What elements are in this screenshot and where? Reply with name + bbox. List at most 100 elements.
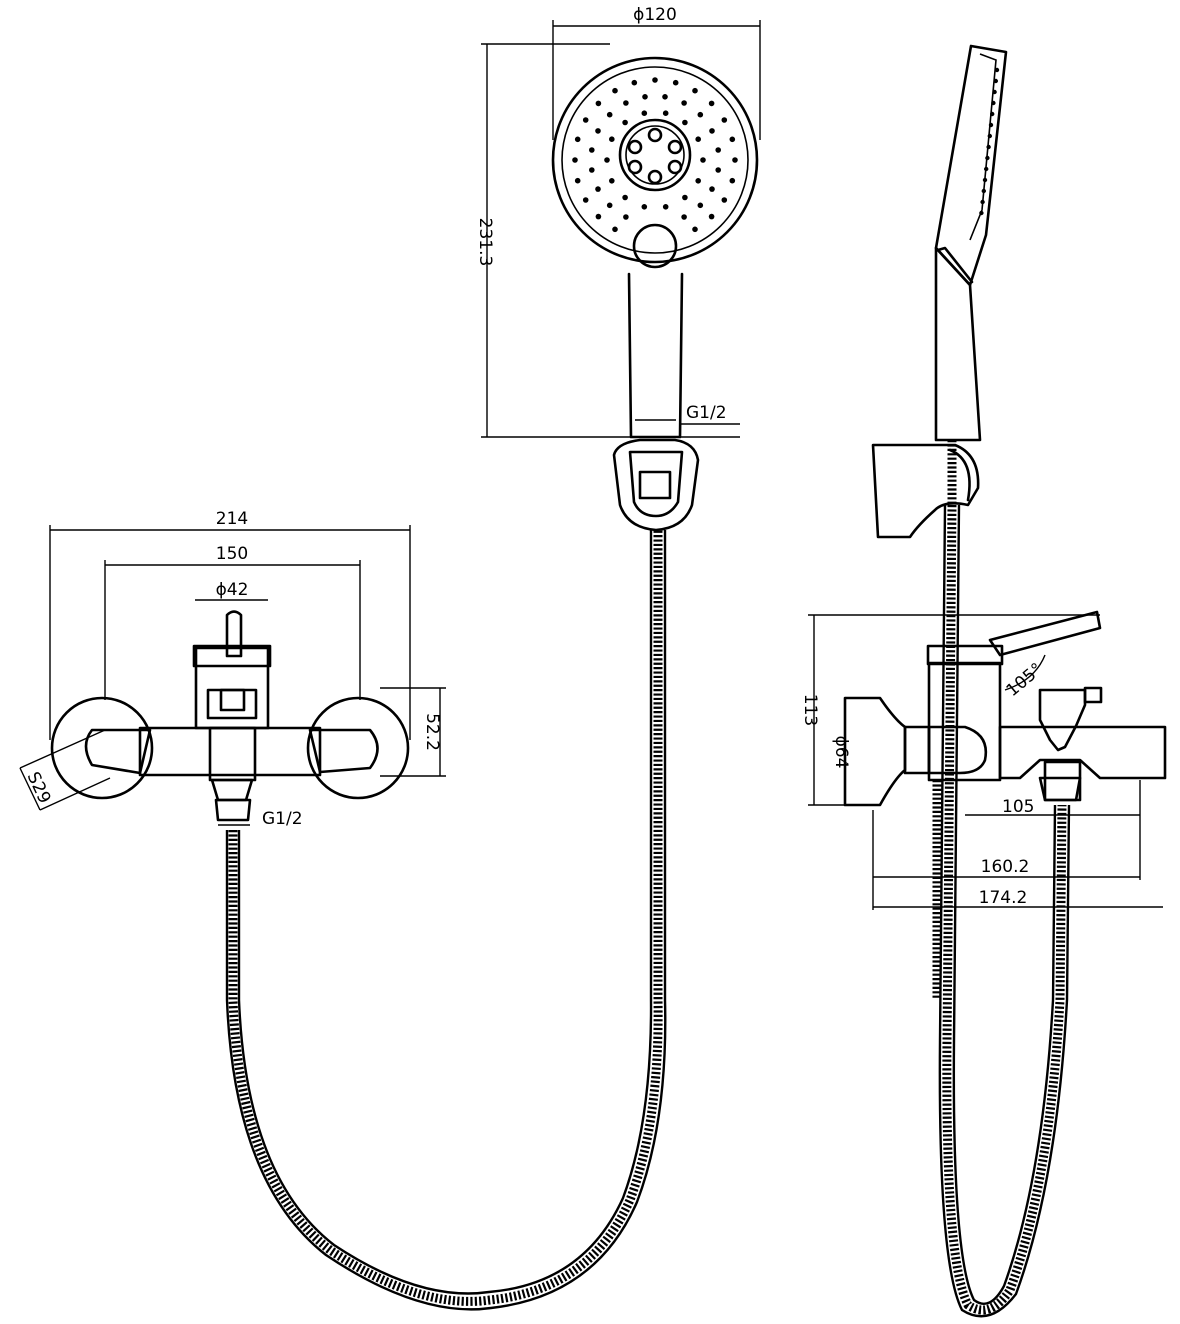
side-nozzle-dot bbox=[979, 210, 984, 216]
dim-head-diameter: ϕ120 bbox=[552, 5, 761, 140]
nozzle-dot bbox=[641, 110, 648, 116]
nozzle-dot bbox=[595, 100, 602, 107]
nozzle-dot bbox=[612, 226, 618, 233]
nozzle-dot bbox=[672, 79, 679, 86]
nozzle-dot bbox=[612, 87, 618, 94]
handshower-front-view: ϕ120 231.3 bbox=[475, 5, 761, 532]
nozzle-dot bbox=[697, 202, 704, 209]
nozzle-dot bbox=[642, 94, 648, 100]
nozzle-dot bbox=[641, 204, 648, 210]
nozzle-dot bbox=[681, 100, 687, 106]
nozzle-dot bbox=[682, 194, 688, 201]
nozzle-dot bbox=[692, 226, 698, 233]
label-flange-diameter: ϕ64 bbox=[831, 736, 851, 769]
side-nozzle-dot bbox=[980, 199, 985, 205]
label-head-diameter: ϕ120 bbox=[633, 5, 677, 25]
nozzle-dot bbox=[589, 147, 595, 153]
nozzle-dot bbox=[606, 202, 613, 209]
nozzle-grid bbox=[572, 77, 738, 233]
handshower-side-view bbox=[871, 44, 1008, 539]
side-nozzle-dot bbox=[990, 111, 995, 117]
hose-front bbox=[228, 530, 663, 1306]
nozzle-dot bbox=[662, 94, 668, 100]
label-overall-width: 214 bbox=[216, 509, 248, 529]
label-eccentric-offset: 52.2 bbox=[422, 713, 442, 751]
label-inlet-thread: G1/2 bbox=[262, 809, 303, 829]
nozzle-dot bbox=[721, 197, 728, 203]
dim-overall-width: 214 bbox=[49, 509, 411, 740]
dim-eccentric-offset: 52.2 bbox=[380, 687, 446, 777]
nozzle-dot bbox=[708, 213, 715, 220]
dim-handshower-length: 231.3 bbox=[475, 43, 740, 438]
nozzle-dot bbox=[695, 136, 701, 142]
nozzle-dot bbox=[681, 214, 687, 220]
nozzle-dot bbox=[708, 100, 715, 107]
side-nozzle-dot bbox=[993, 78, 998, 84]
nozzle-dot bbox=[609, 136, 615, 142]
nozzle-dot bbox=[709, 186, 715, 192]
nozzle-dot bbox=[652, 77, 658, 83]
label-overall-depth: 174.2 bbox=[979, 888, 1028, 908]
nozzle-dot bbox=[695, 178, 701, 184]
side-nozzle-dot bbox=[991, 100, 996, 106]
nozzle-dot bbox=[609, 178, 615, 184]
dim-flange-diameter: ϕ64 bbox=[831, 700, 851, 805]
nozzle-dot bbox=[631, 79, 638, 86]
mixer-front-view: 214 150 ϕ42 52.2 S29 bbox=[19, 509, 446, 829]
side-nozzle-dot bbox=[992, 89, 997, 95]
nozzle-dot bbox=[715, 167, 721, 173]
handle-front: G1/2 bbox=[627, 272, 740, 439]
nozzle-dot bbox=[697, 111, 704, 118]
mixer-side-view: 113 ϕ64 105° 105 bbox=[800, 610, 1167, 910]
label-height: 113 bbox=[800, 694, 820, 726]
nozzle-dot bbox=[721, 117, 728, 123]
nozzle-dot bbox=[574, 177, 581, 184]
side-nozzle-dot bbox=[986, 144, 991, 150]
nozzle-dot bbox=[729, 177, 736, 184]
nozzle-dot bbox=[623, 214, 629, 220]
label-spout-reach: 105 bbox=[1002, 797, 1034, 817]
hose-side bbox=[942, 504, 1067, 1315]
side-nozzle-dot bbox=[988, 122, 994, 128]
nozzle-dot bbox=[715, 147, 721, 153]
nozzle-dot bbox=[582, 117, 589, 123]
nozzle-dot bbox=[589, 167, 595, 173]
nozzle-dot bbox=[606, 111, 613, 118]
nozzle-dot bbox=[595, 213, 602, 220]
nozzle-dot bbox=[595, 186, 601, 192]
nozzle-dot bbox=[574, 136, 581, 143]
label-reach-to-spout: 160.2 bbox=[981, 857, 1030, 877]
side-nozzle-dot bbox=[984, 166, 989, 172]
side-nozzle-dot bbox=[987, 133, 992, 139]
nozzle-dot bbox=[582, 197, 589, 203]
side-nozzle-dot bbox=[994, 67, 1000, 73]
dim-spout-reach: 105 bbox=[965, 780, 1141, 880]
nozzle-dot bbox=[732, 157, 738, 163]
dim-height: 113 bbox=[800, 614, 1100, 806]
nozzle-dot bbox=[662, 110, 669, 116]
nozzle-dot bbox=[604, 157, 610, 163]
nozzle-dot bbox=[709, 128, 715, 134]
nozzle-dot bbox=[692, 87, 698, 94]
label-body-diameter: ϕ42 bbox=[216, 580, 249, 600]
nozzle-dot bbox=[595, 128, 601, 134]
nozzle-dot bbox=[662, 204, 669, 210]
nozzle-dot bbox=[682, 119, 688, 126]
shower-head-face bbox=[551, 56, 759, 269]
side-nozzle-dot bbox=[981, 188, 986, 194]
nozzle-dot bbox=[623, 100, 629, 106]
dim-body-diameter: ϕ42 bbox=[195, 580, 268, 601]
label-flange-size: S29 bbox=[23, 769, 55, 807]
nozzle-dot bbox=[572, 157, 578, 163]
side-nozzle-column bbox=[979, 67, 1000, 216]
dim-overall-depth: 174.2 bbox=[873, 888, 1163, 908]
dim-reach-to-spout: 160.2 bbox=[872, 810, 1140, 910]
side-nozzle-dot bbox=[985, 155, 990, 161]
label-handle-thread: G1/2 bbox=[686, 403, 727, 423]
dim-center-distance: 150 bbox=[104, 544, 361, 700]
nozzle-dot bbox=[700, 157, 706, 163]
nozzle-dot bbox=[622, 194, 628, 201]
nozzle-dot bbox=[622, 119, 628, 126]
label-handshower-length: 231.3 bbox=[475, 218, 495, 267]
